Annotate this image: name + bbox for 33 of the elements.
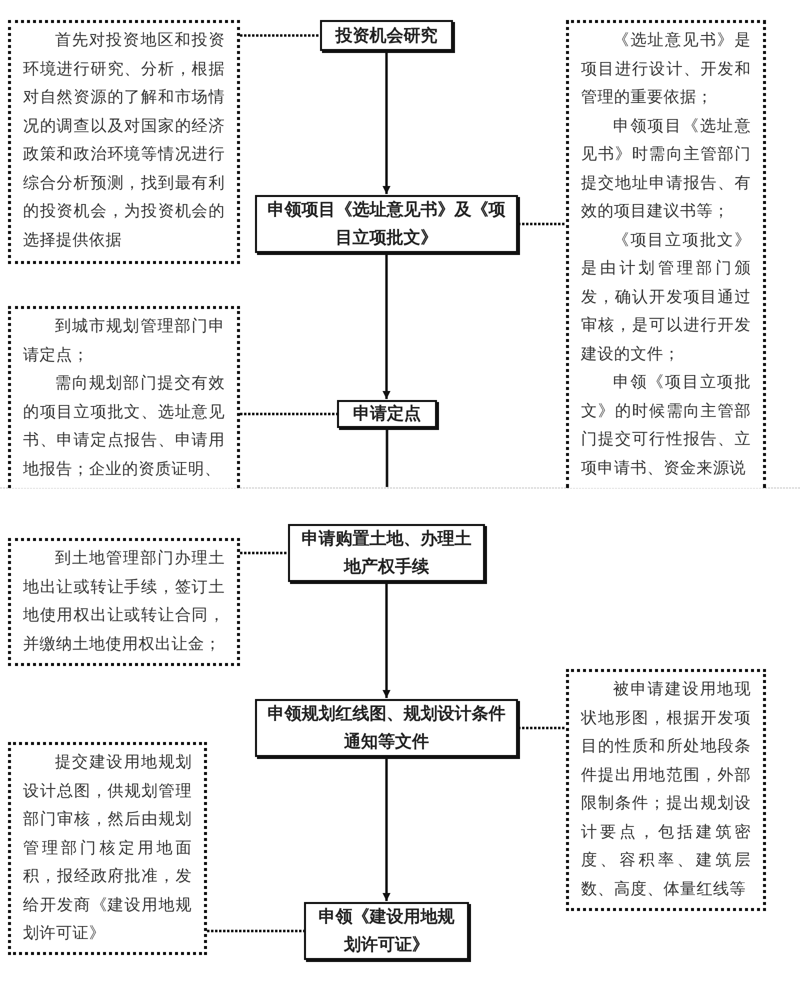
process-box: 申领项目《选址意见书》及《项目立项批文》 (255, 195, 518, 253)
connector-line (240, 34, 320, 37)
process-box: 投资机会研究 (320, 20, 453, 51)
note-box (8, 20, 240, 264)
arrow (382, 254, 390, 399)
note-box (8, 742, 207, 955)
note-box (8, 306, 240, 488)
process-box: 申请购置土地、办理土地产权手续 (288, 524, 485, 582)
process-box: 申领规划红线图、规划设计条件通知等文件 (255, 699, 518, 757)
paragraph: 到城市规划管理部门申请定点； (23, 316, 225, 366)
paragraph: 《项目立项批文》是由计划管理部门颁发，确认开发项目通过审核，是可以进行开发建设的文件； (581, 230, 751, 364)
connector-line (240, 552, 288, 554)
note-box (566, 20, 766, 488)
connector-line (386, 428, 388, 487)
note-box (566, 669, 766, 911)
connector-line (518, 726, 566, 730)
arrow (382, 583, 390, 698)
connector-line (518, 222, 566, 226)
process-box: 申领《建设用地规划许可证》 (304, 902, 469, 960)
connector-line (207, 930, 304, 932)
paragraph: 申领项目《选址意见书》时需向主管部门提交地址申请报告、有效的项目建议书等； (581, 116, 751, 222)
paragraph: 首先对投资地区和投资环境进行研究、分析，根据对自然资源的了解和市场情况的调查以及对国家的经济政策和政治环境等情况进行综合分析预测，找到最有利的投资机会，为投资机会的选择提供依据 (23, 30, 225, 250)
process-box: 申请定点 (337, 400, 437, 428)
paragraph: 被申请建设用地现状地形图，根据开发项目的性质和所处地段条件提出用地范围，外部限制条件；提出规划设计要点，包括建筑密度、容积率、建筑层数、高度、体量红线等 (581, 680, 751, 900)
paragraph: 申领《项目立项批文》的时候需向主管部门提交可行性报告、立项申请书、资金来源说 (581, 372, 751, 478)
paragraph: 到土地管理部门办理土地出让或转让手续，签订土地使用权出让或转让合同，并缴纳土地使用权出让金； (23, 548, 225, 654)
paragraph: 《选址意见书》是项目进行设计、开发和管理的重要依据； (581, 30, 751, 108)
arrow (382, 758, 390, 901)
note-box (8, 538, 240, 666)
arrow (382, 52, 390, 194)
paragraph: 需向规划部门提交有效的项目立项批文、选址意见书、申请定点报告、申请用地报告；企业的资质证明、 (23, 374, 225, 480)
paragraph: 提交建设用地规划设计总图，供规划管理部门审核，然后由规划管理部门核定用地面积，报经政府批准，发给开发商《建设用地规划许可证》 (23, 752, 192, 944)
connector-line (240, 412, 337, 416)
